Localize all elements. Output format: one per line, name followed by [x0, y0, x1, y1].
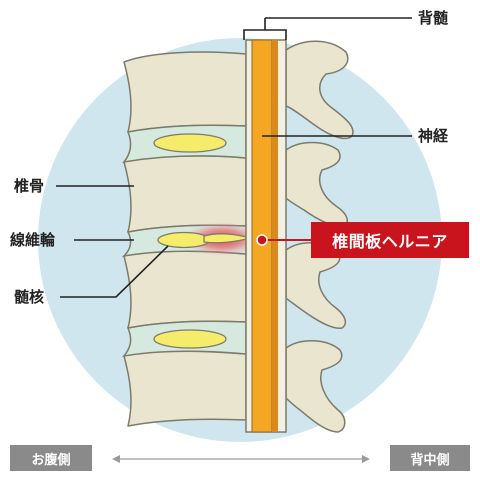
spinous-processes: [285, 40, 354, 433]
label-vertebra: 椎骨: [14, 177, 45, 195]
direction-front-label: お腹側: [10, 445, 92, 471]
label-spinal-cord: 背髄: [418, 9, 449, 27]
label-annulus: 線維輪: [10, 231, 56, 249]
hernia-label: 椎間板ヘルニア: [311, 222, 469, 258]
label-nerve: 神経: [418, 127, 449, 145]
vertebral-bodies: [123, 51, 247, 427]
direction-back-label: 背中側: [390, 445, 470, 471]
herniation-marker: [256, 234, 268, 246]
label-nucleus: 髄核: [14, 288, 45, 306]
leader-lines: [56, 17, 412, 298]
direction-arrow: [112, 455, 370, 463]
